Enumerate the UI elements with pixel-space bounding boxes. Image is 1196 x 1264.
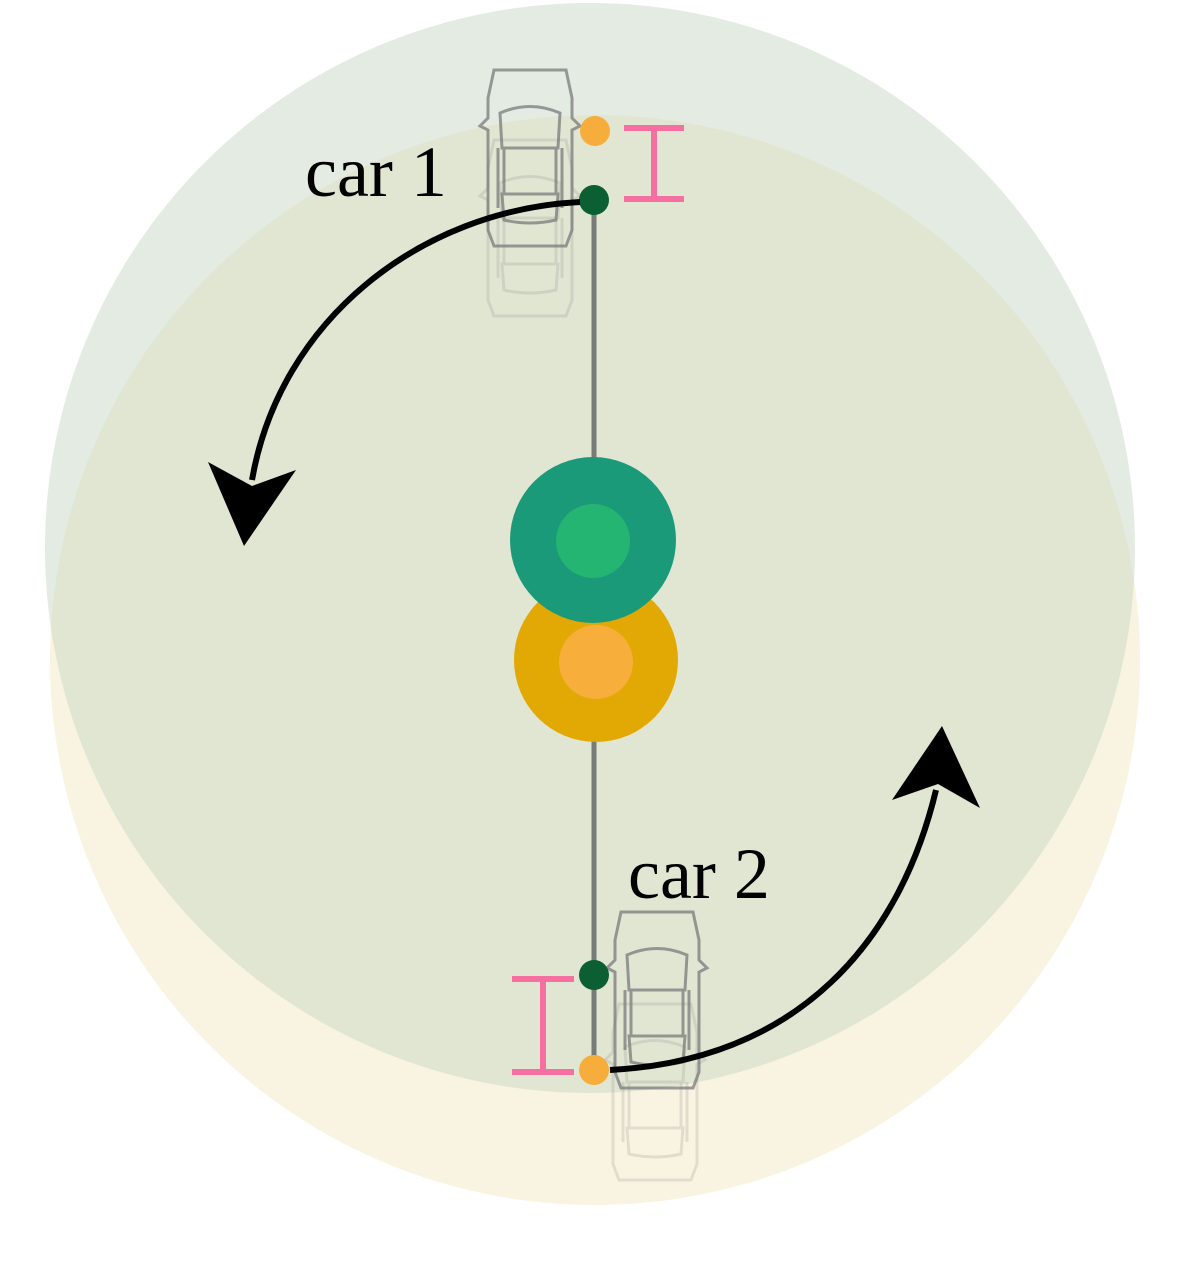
orange-hub-inner [559,625,633,699]
car-1-orange-marker [580,116,610,146]
green-hub-inner [556,504,630,578]
car-1-label: car 1 [305,132,447,212]
car-1-green-marker [579,185,609,215]
car-2-rotation-arrow-icon [609,726,980,1073]
car-1-rotation-arrow-icon [208,199,581,546]
car-2-orange-marker [579,1055,609,1085]
car-2-offset-bracket-icon [512,976,574,1075]
car-2-green-marker [579,960,609,990]
car-2-label: car 2 [628,834,770,914]
car-1-offset-bracket-icon [624,125,684,202]
